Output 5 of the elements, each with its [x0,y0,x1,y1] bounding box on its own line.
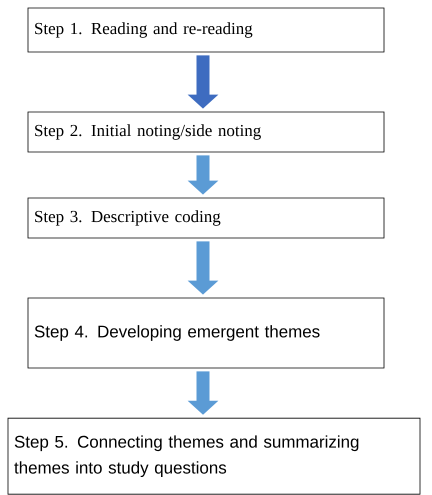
step-box: Step 4. Developing emergent themes [28,298,384,368]
step-box: Step 5. Connecting themes and summarizing themes into study questions [8,418,420,495]
step-box: Step 2. Initial noting/side noting [28,112,384,152]
step-box: Step 1. Reading and re-reading [28,8,384,52]
step-box: Step 3. Descriptive coding [28,198,384,238]
